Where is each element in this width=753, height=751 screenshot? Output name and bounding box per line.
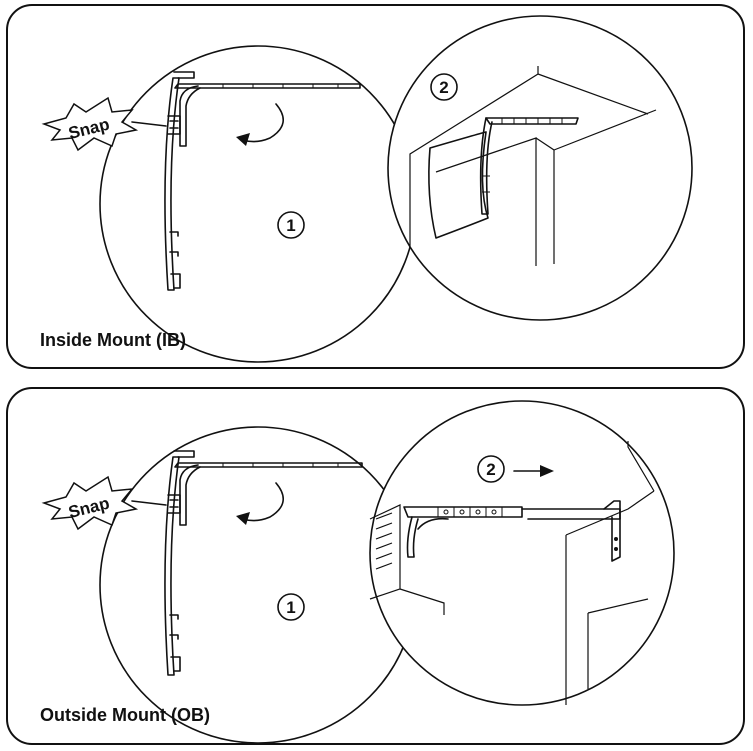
step-1-badge	[277, 593, 305, 621]
step-1-number: 1	[286, 598, 295, 617]
bracket-arm	[174, 83, 361, 89]
inside-mount-panel: 1 Snap 2 Inside Moun	[6, 4, 745, 369]
bracket-curve	[179, 85, 201, 147]
snap-burst: Snap	[41, 475, 167, 531]
rotation-arrow	[242, 482, 284, 522]
detail-circle-step-1: 1	[99, 426, 417, 743]
outside-mount-illustration: 1 Snap	[41, 400, 675, 743]
bracket-arm	[174, 462, 363, 468]
step-1-number: 1	[286, 216, 295, 235]
detail-circle-step-2: 2	[387, 15, 693, 321]
rotation-arrow	[242, 103, 284, 143]
inside-mount-illustration: 1 Snap 2	[41, 15, 693, 363]
outside-mount-caption: Outside Mount (OB)	[40, 705, 210, 725]
bracket-curve	[179, 464, 201, 526]
step-2-badge	[477, 455, 505, 483]
snap-burst: Snap	[41, 96, 167, 152]
step-2-badge	[430, 73, 458, 101]
outside-mount-panel: 1 Snap	[6, 387, 745, 745]
inside-mount-caption: Inside Mount (IB)	[40, 330, 186, 350]
valance-front	[164, 456, 180, 676]
step-2-number: 2	[486, 460, 495, 479]
detail-circle-step-2: 2	[369, 400, 675, 706]
step-2-number: 2	[439, 78, 448, 97]
step-1-badge	[277, 211, 305, 239]
detail-circle-step-1: 1	[99, 45, 417, 363]
